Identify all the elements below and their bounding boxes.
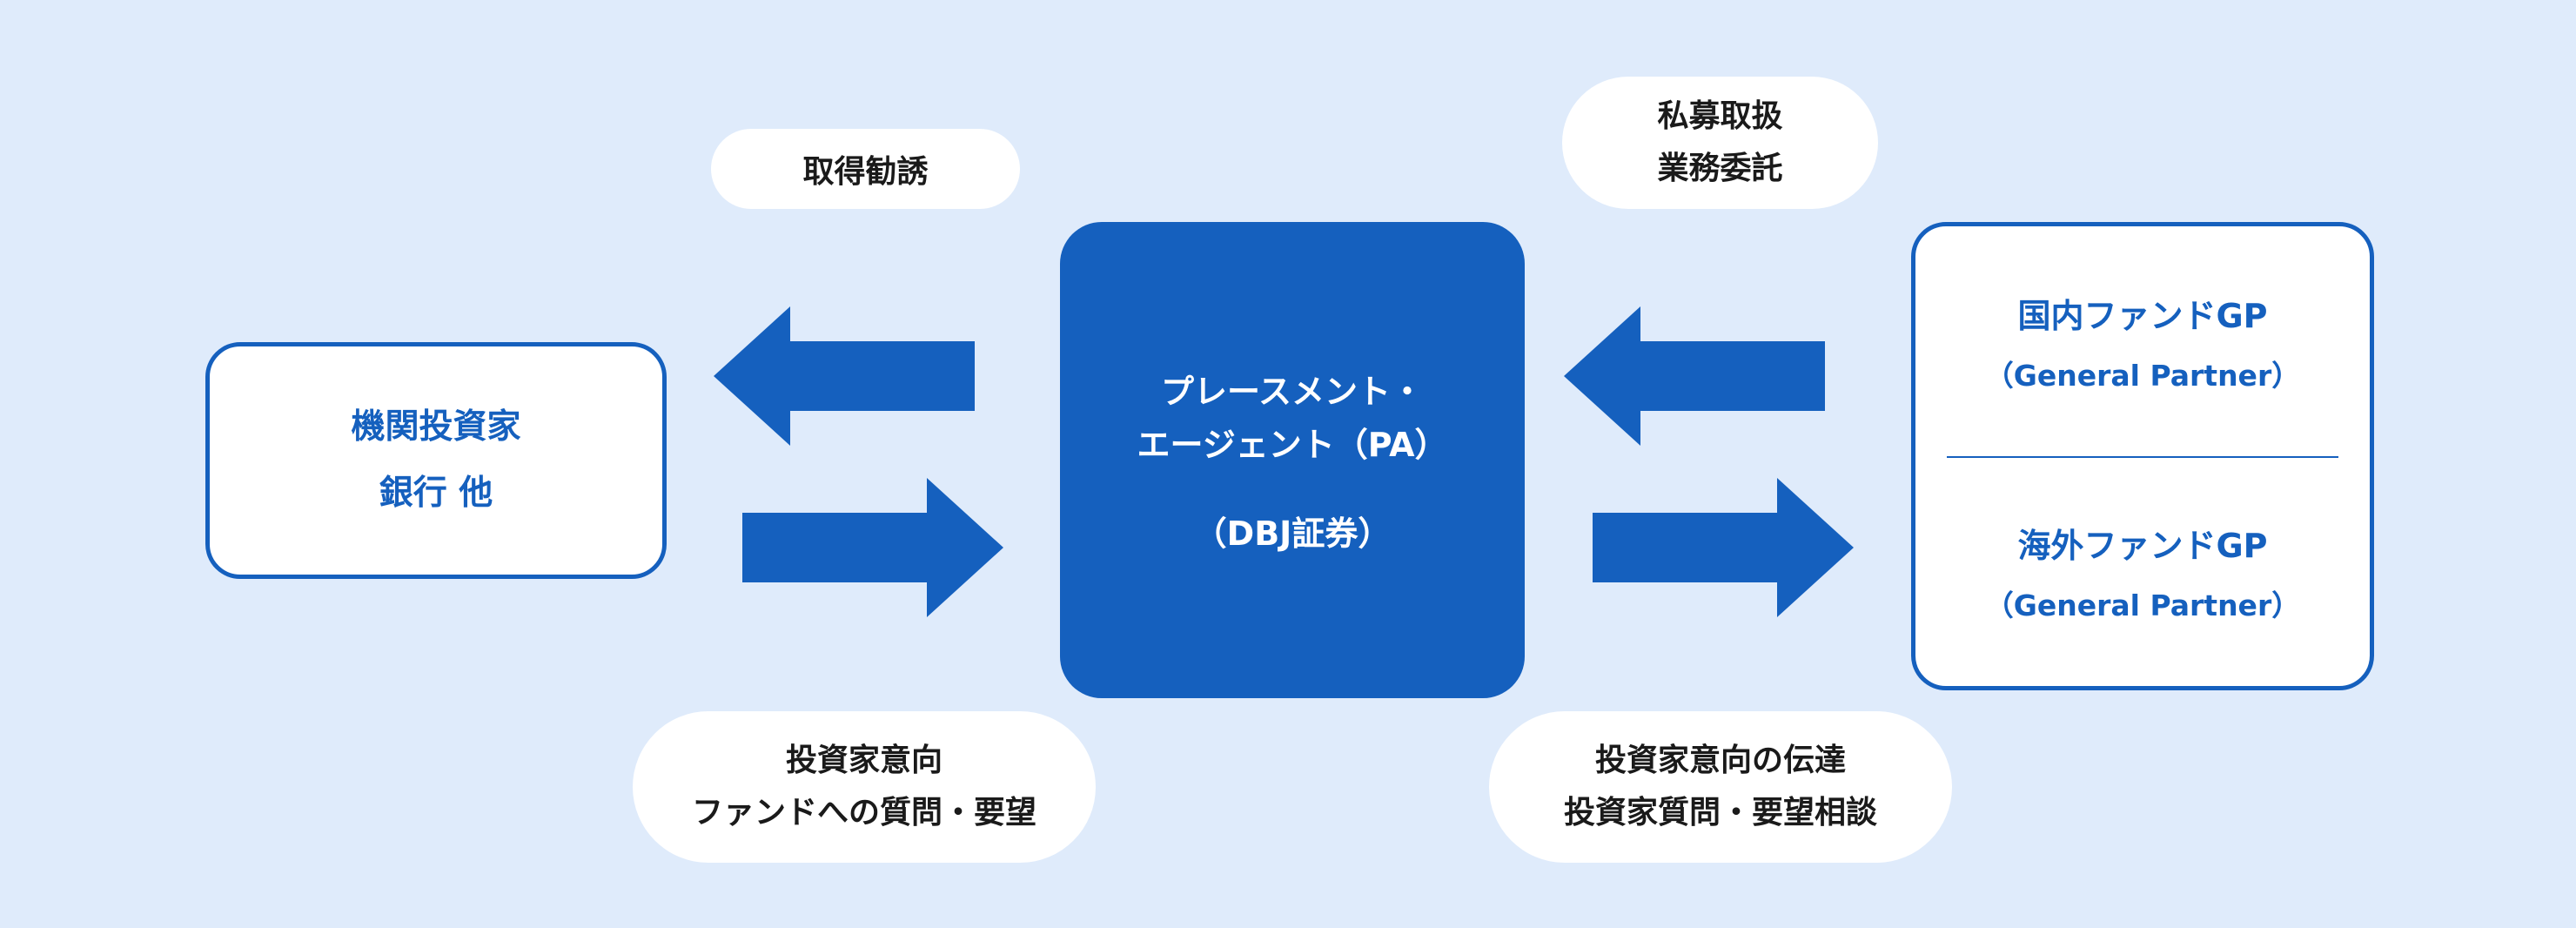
arrow-pa-to-gp-icon <box>1593 478 1854 617</box>
gp-domestic-title: 国内ファンドGP <box>2017 296 2268 335</box>
investor-intent-line-1: 投資家意向 <box>785 742 943 778</box>
pill-private-placement-mandate: 私募取扱 業務委託 <box>1562 77 1878 209</box>
agent-line-1: プレースメント・ <box>1160 373 1425 412</box>
arrow-gp-to-pa-icon <box>1564 306 1825 446</box>
gp-overseas-section: 海外ファンドGP （General Partner） <box>1915 456 2370 686</box>
pill-investor-intent-relay: 投資家意向の伝達 投資家質問・要望相談 <box>1489 711 1952 863</box>
gp-domestic-subtitle: （General Partner） <box>1984 358 2301 393</box>
investors-line-2: 銀行 他 <box>379 474 493 513</box>
agent-line-2: エージェント（PA） <box>1137 426 1448 464</box>
arrow-pa-to-investors-icon <box>714 306 975 446</box>
gp-overseas-title: 海外ファンドGP <box>2017 526 2268 565</box>
agent-subline: （DBJ証券） <box>1193 514 1392 553</box>
pill-acquisition-solicitation: 取得勧誘 <box>711 129 1020 209</box>
gp-domestic-section: 国内ファンドGP （General Partner） <box>1915 226 2370 456</box>
private-placement-line-1: 私募取扱 <box>1657 98 1783 134</box>
intent-relay-line-1: 投資家意向の伝達 <box>1594 742 1846 778</box>
investors-line-1: 機関投資家 <box>351 407 521 447</box>
arrow-investors-to-pa-icon <box>742 478 1003 617</box>
acquisition-label: 取得勧誘 <box>802 154 929 190</box>
pill-investor-intent: 投資家意向 ファンドへの質問・要望 <box>633 711 1096 863</box>
investor-intent-line-2: ファンドへの質問・要望 <box>691 795 1036 830</box>
box-placement-agent: プレースメント・ エージェント（PA） （DBJ証券） <box>1060 222 1525 698</box>
intent-relay-line-2: 投資家質問・要望相談 <box>1563 795 1877 830</box>
gp-divider <box>1947 456 2338 458</box>
private-placement-line-2: 業務委託 <box>1657 151 1783 186</box>
box-fund-gp: 国内ファンドGP （General Partner） 海外ファンドGP （Gen… <box>1911 222 2374 690</box>
gp-overseas-subtitle: （General Partner） <box>1984 588 2301 622</box>
box-institutional-investors: 機関投資家 銀行 他 <box>205 342 667 579</box>
